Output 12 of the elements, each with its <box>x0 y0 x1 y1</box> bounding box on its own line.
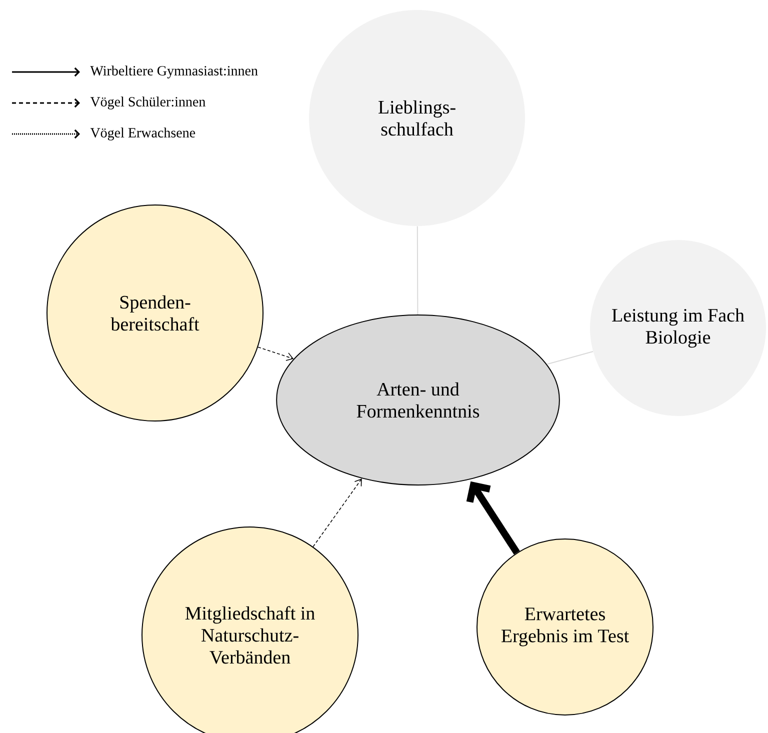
legend-text: Vögel Erwachsene <box>90 128 196 140</box>
arrow <box>312 478 362 548</box>
legend-text: Vögel Schüler:innen <box>90 96 206 110</box>
circle-node: Erwartetes Ergebnis im Test <box>476 538 654 716</box>
circle-node: Mitgliedschaft in Naturschutz- Verbänden <box>142 526 358 733</box>
legend-text: Wirbeltiere Gymnasiast:innen <box>90 66 258 78</box>
circle-node: Leistung im Fach Biologie <box>590 240 766 416</box>
circle-node: Lieblings- schulfach <box>309 10 525 226</box>
ellipse-node: Arten- und Formenkenntnis <box>276 314 560 486</box>
arrow <box>466 481 520 555</box>
circle-node: Spenden- bereitschaft <box>46 204 264 422</box>
arrow <box>258 346 294 361</box>
